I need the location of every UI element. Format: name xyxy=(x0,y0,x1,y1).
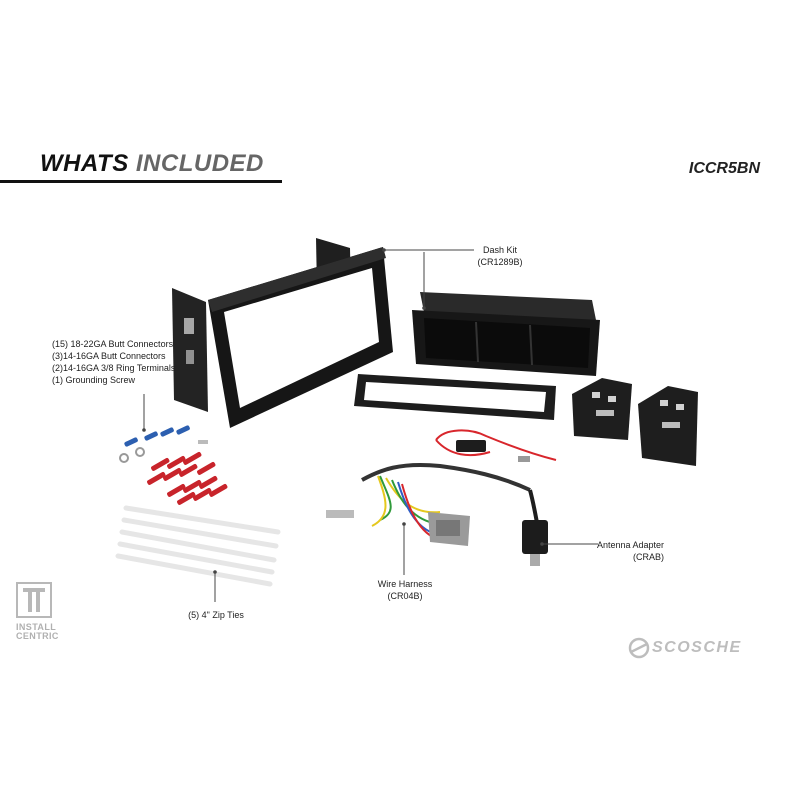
dash-kit-bezel xyxy=(172,238,393,428)
dash-kit-code: (CR1289B) xyxy=(477,257,523,267)
antenna-adapter-illustration xyxy=(522,489,548,566)
zip-ties xyxy=(115,505,281,587)
installcentric-mark-icon xyxy=(16,582,52,618)
mounting-brackets xyxy=(572,378,698,466)
wire-harness-code: (CR04B) xyxy=(387,591,423,601)
dash-kit-label: Dash Kit xyxy=(482,245,517,255)
callout-dash-kit: Dash Kit (CR1289B) xyxy=(470,244,530,268)
installcentric-logo: INSTALL CENTRIC xyxy=(16,582,72,641)
callout-wire-harness: Wire Harness (CR04B) xyxy=(370,578,440,602)
scosche-logo-mark xyxy=(628,637,650,659)
connectors-line-4: (1) Grounding Screw xyxy=(52,375,136,385)
connectors-line-2: (3)14-16GA Butt Connectors xyxy=(52,351,166,361)
callout-leader-lines xyxy=(143,249,598,602)
model-number: ICCR5BN xyxy=(688,160,760,177)
callout-dots xyxy=(142,248,544,574)
wire-harness-label: Wire Harness xyxy=(377,579,433,589)
connectors-line-3: (2)14-16GA 3/8 Ring Terminals xyxy=(52,363,176,373)
fuse-wire xyxy=(435,429,557,462)
dash-kit-pocket xyxy=(412,292,600,376)
heading-word-2: INCLUDED xyxy=(135,150,264,177)
section-heading: WHATS INCLUDED xyxy=(40,150,264,178)
heading-word-1: WHATS xyxy=(40,150,129,177)
scosche-logo: SCOSCHE xyxy=(628,638,798,660)
heading-underline xyxy=(0,180,282,183)
callout-zip-ties: (5) 4" Zip Ties xyxy=(188,610,244,620)
antenna-adapter-code: (CRAB) xyxy=(633,552,664,562)
callout-connectors: (15) 18-22GA Butt Connectors (3)14-16GA … xyxy=(52,338,182,386)
callout-antenna-adapter: Antenna Adapter (CRAB) xyxy=(590,539,664,563)
installcentric-line-1: INSTALL xyxy=(16,622,57,632)
antenna-adapter-label: Antenna Adapter xyxy=(596,540,664,550)
wire-harness-illustration xyxy=(326,462,531,546)
trim-ring xyxy=(354,374,556,420)
installcentric-line-2: CENTRIC xyxy=(16,631,59,641)
butt-connectors xyxy=(119,425,228,505)
connectors-line-1: (15) 18-22GA Butt Connectors xyxy=(52,339,174,349)
scosche-wordmark: SCOSCHE xyxy=(652,639,742,656)
